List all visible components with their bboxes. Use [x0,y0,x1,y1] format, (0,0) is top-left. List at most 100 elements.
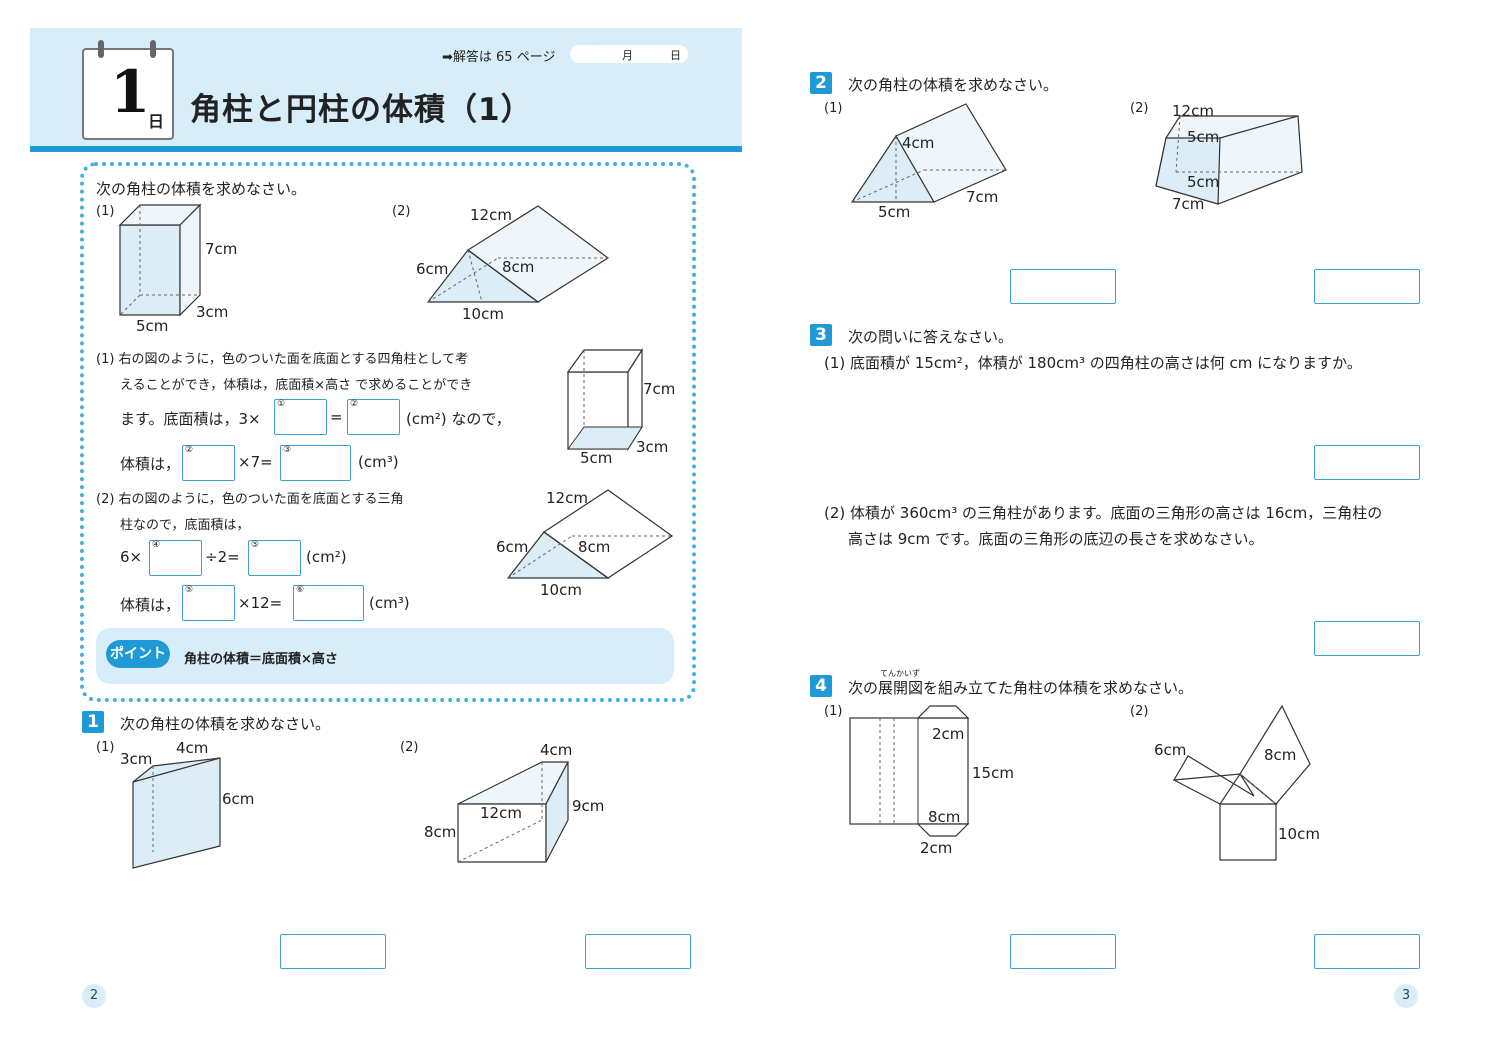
page-number-left: 2 [82,984,106,1008]
question-instruction: 次の角柱の体積を求めなさい。 [120,715,331,733]
answer-blank-2[interactable]: ② [347,399,400,435]
question-text: (2) 体積が 360cm³ の三角柱があります。底面の三角形の高さは 16cm… [824,504,1383,522]
question-instruction: 次の展開図を組み立てた角柱の体積を求めなさい。 [848,679,1194,697]
answer-blank-4[interactable]: ③ [280,445,351,481]
answer-box[interactable] [1314,934,1420,969]
answer-box[interactable] [585,934,691,969]
label-a: 3cm [120,750,153,768]
day-number: 1 [110,58,151,126]
cuboid-figure [118,203,202,317]
label-b: 8cm [1264,746,1297,764]
answer-box[interactable] [280,934,386,969]
label-length: 7cm [966,188,999,206]
day-card: 1 日 [82,40,174,140]
question-text: (1) 底面積が 15cm²，体積が 180cm³ の四角柱の高さは何 cm に… [824,354,1362,372]
label-side: 6cm [416,260,449,278]
answer-box[interactable] [1314,445,1420,480]
answer-box[interactable] [1314,621,1420,656]
lesson-header: 1 日 角柱と円柱の体積（1） ➡解答は 65 ページ 月 日 [30,28,742,152]
binder-ring-icon [150,40,156,58]
date-field[interactable]: 月 日 [570,45,688,63]
label-height: 4cm [902,134,935,152]
explanation-line: 体積は， [120,455,181,473]
question-instruction: 次の問いに答えなさい。 [848,328,1014,346]
label-depth: 3cm [196,303,229,321]
page-number-right: 3 [1394,984,1418,1008]
explanation-line: 6× [120,548,143,566]
point-text: 角柱の体積＝底面積×高さ [184,652,338,667]
fig-num: (1) [824,704,843,719]
example-instruction: 次の角柱の体積を求めなさい。 [96,180,307,198]
answer-blank-5[interactable]: ④ [149,540,202,576]
answer-blank-7[interactable]: ⑤ [182,585,235,621]
net-figure [1172,704,1311,861]
answer-box[interactable] [1010,269,1116,304]
label-c: 10cm [1278,825,1320,843]
label-height: 7cm [643,380,676,398]
label-bottom: 7cm [1172,195,1205,213]
answer-blank-6[interactable]: ⑤ [248,540,301,576]
explanation-line: (2) 右の図のように，色のついた面を底面とする三角 [96,492,404,507]
label-height: 8cm [578,538,611,556]
label-top: 4cm [540,741,573,759]
label-depth: 3cm [636,438,669,456]
explanation-line: (1) 右の図のように，色のついた面を底面とする四角柱として考 [96,352,469,367]
day-char: 日 [148,112,165,131]
page-title: 角柱と円柱の体積（1） [190,92,533,128]
cuboid-figure [566,347,644,452]
label-height: 5cm [1187,128,1220,146]
fig-num: (2) [400,740,419,755]
label-base: 10cm [462,305,504,323]
divide-text: ÷2= [205,548,240,566]
equals-sign: = [330,408,343,426]
question-instruction: 次の角柱の体積を求めなさい。 [848,76,1059,94]
question-number: 4 [810,675,832,697]
label-width: 5cm [136,317,169,335]
label-top: 12cm [1172,102,1214,120]
multiply-text: ×12= [238,594,283,612]
label-mid: 8cm [928,808,961,826]
label-height: 8cm [502,258,535,276]
label-height: 7cm [205,240,238,258]
label-side: 9cm [572,797,605,815]
answer-reference: ➡解答は 65 ページ [442,50,556,65]
unit-text: (cm³) [358,453,399,471]
label-a: 6cm [1154,741,1187,759]
label-b: 4cm [176,739,209,757]
trapezoid-prism-figure [457,761,569,863]
unit-text: (cm²) なので， [406,410,511,428]
answer-box[interactable] [1010,934,1116,969]
label-side: 15cm [972,764,1014,782]
answer-blank-1[interactable]: ① [274,399,327,435]
answer-blank-8[interactable]: ⑥ [293,585,364,621]
point-bar: ポイント 角柱の体積＝底面積×高さ [96,628,674,684]
label-width: 5cm [580,449,613,467]
explanation-line: 柱なので，底面積は， [120,518,250,533]
fig-num: (1) [96,740,115,755]
answer-blank-3[interactable]: ② [182,445,235,481]
explanation-line: ます。底面積は，3× [120,410,261,428]
explanation-line: 体積は， [120,596,181,614]
label-length: 12cm [480,804,522,822]
multiply-text: ×7= [238,453,273,471]
triangular-prism-figure [850,103,1007,203]
point-badge: ポイント [106,640,170,668]
question-number: 2 [810,72,832,94]
answer-box[interactable] [1314,269,1420,304]
label-length: 12cm [470,206,512,224]
label-mid: 5cm [1187,173,1220,191]
net-figure [849,705,970,837]
question-number: 3 [810,324,832,346]
label-base: 10cm [540,581,582,599]
question-text: 高さは 9cm です。底面の三角形の底辺の長さを求めなさい。 [848,530,1264,548]
label-length: 12cm [546,489,588,507]
trapezoid-prism-figure [1155,115,1303,205]
fig-num: (2) [1130,704,1149,719]
month-label: 月 [622,49,633,62]
triangular-prism-figure [132,757,221,869]
unit-text: (cm²) [306,548,347,566]
date-label: 日 [670,49,681,62]
label-height: 8cm [424,823,457,841]
triangular-prism-figure [426,205,610,303]
explanation-line: えることができ，体積は，底面積×高さ で求めることができ [120,378,473,393]
